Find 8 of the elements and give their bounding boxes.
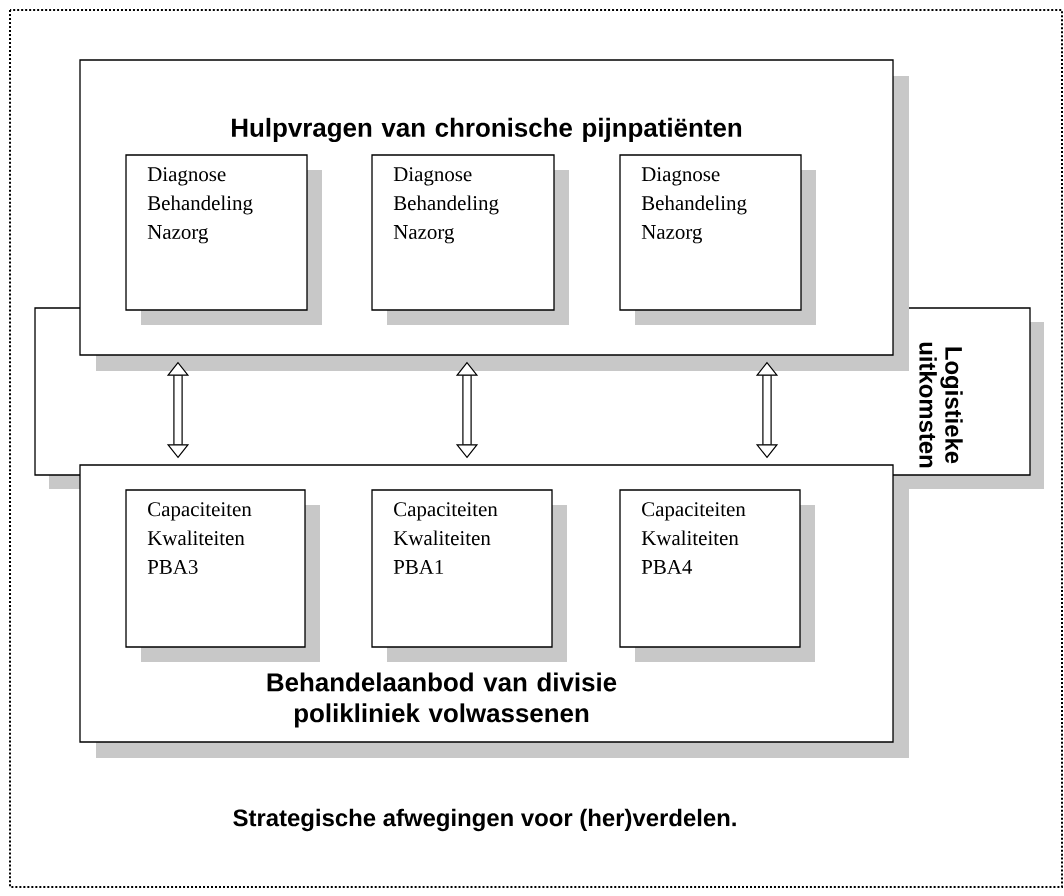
text-box: Capaciteiten Kwaliteiten PBA4: [619, 489, 815, 662]
text-box: Capaciteiten Kwaliteiten PBA3: [125, 489, 320, 662]
side-label: Logistieke uitkomsten: [919, 342, 963, 468]
text-box: Diagnose Behandeling Nazorg: [371, 154, 569, 325]
text-box: Diagnose Behandeling Nazorg: [125, 154, 322, 325]
text-box: Capaciteiten Kwaliteiten PBA1: [371, 489, 567, 662]
caption: Strategische afwegingen voor (her)verdelen.: [233, 808, 736, 832]
text-box: Diagnose Behandeling Nazorg: [619, 154, 816, 325]
